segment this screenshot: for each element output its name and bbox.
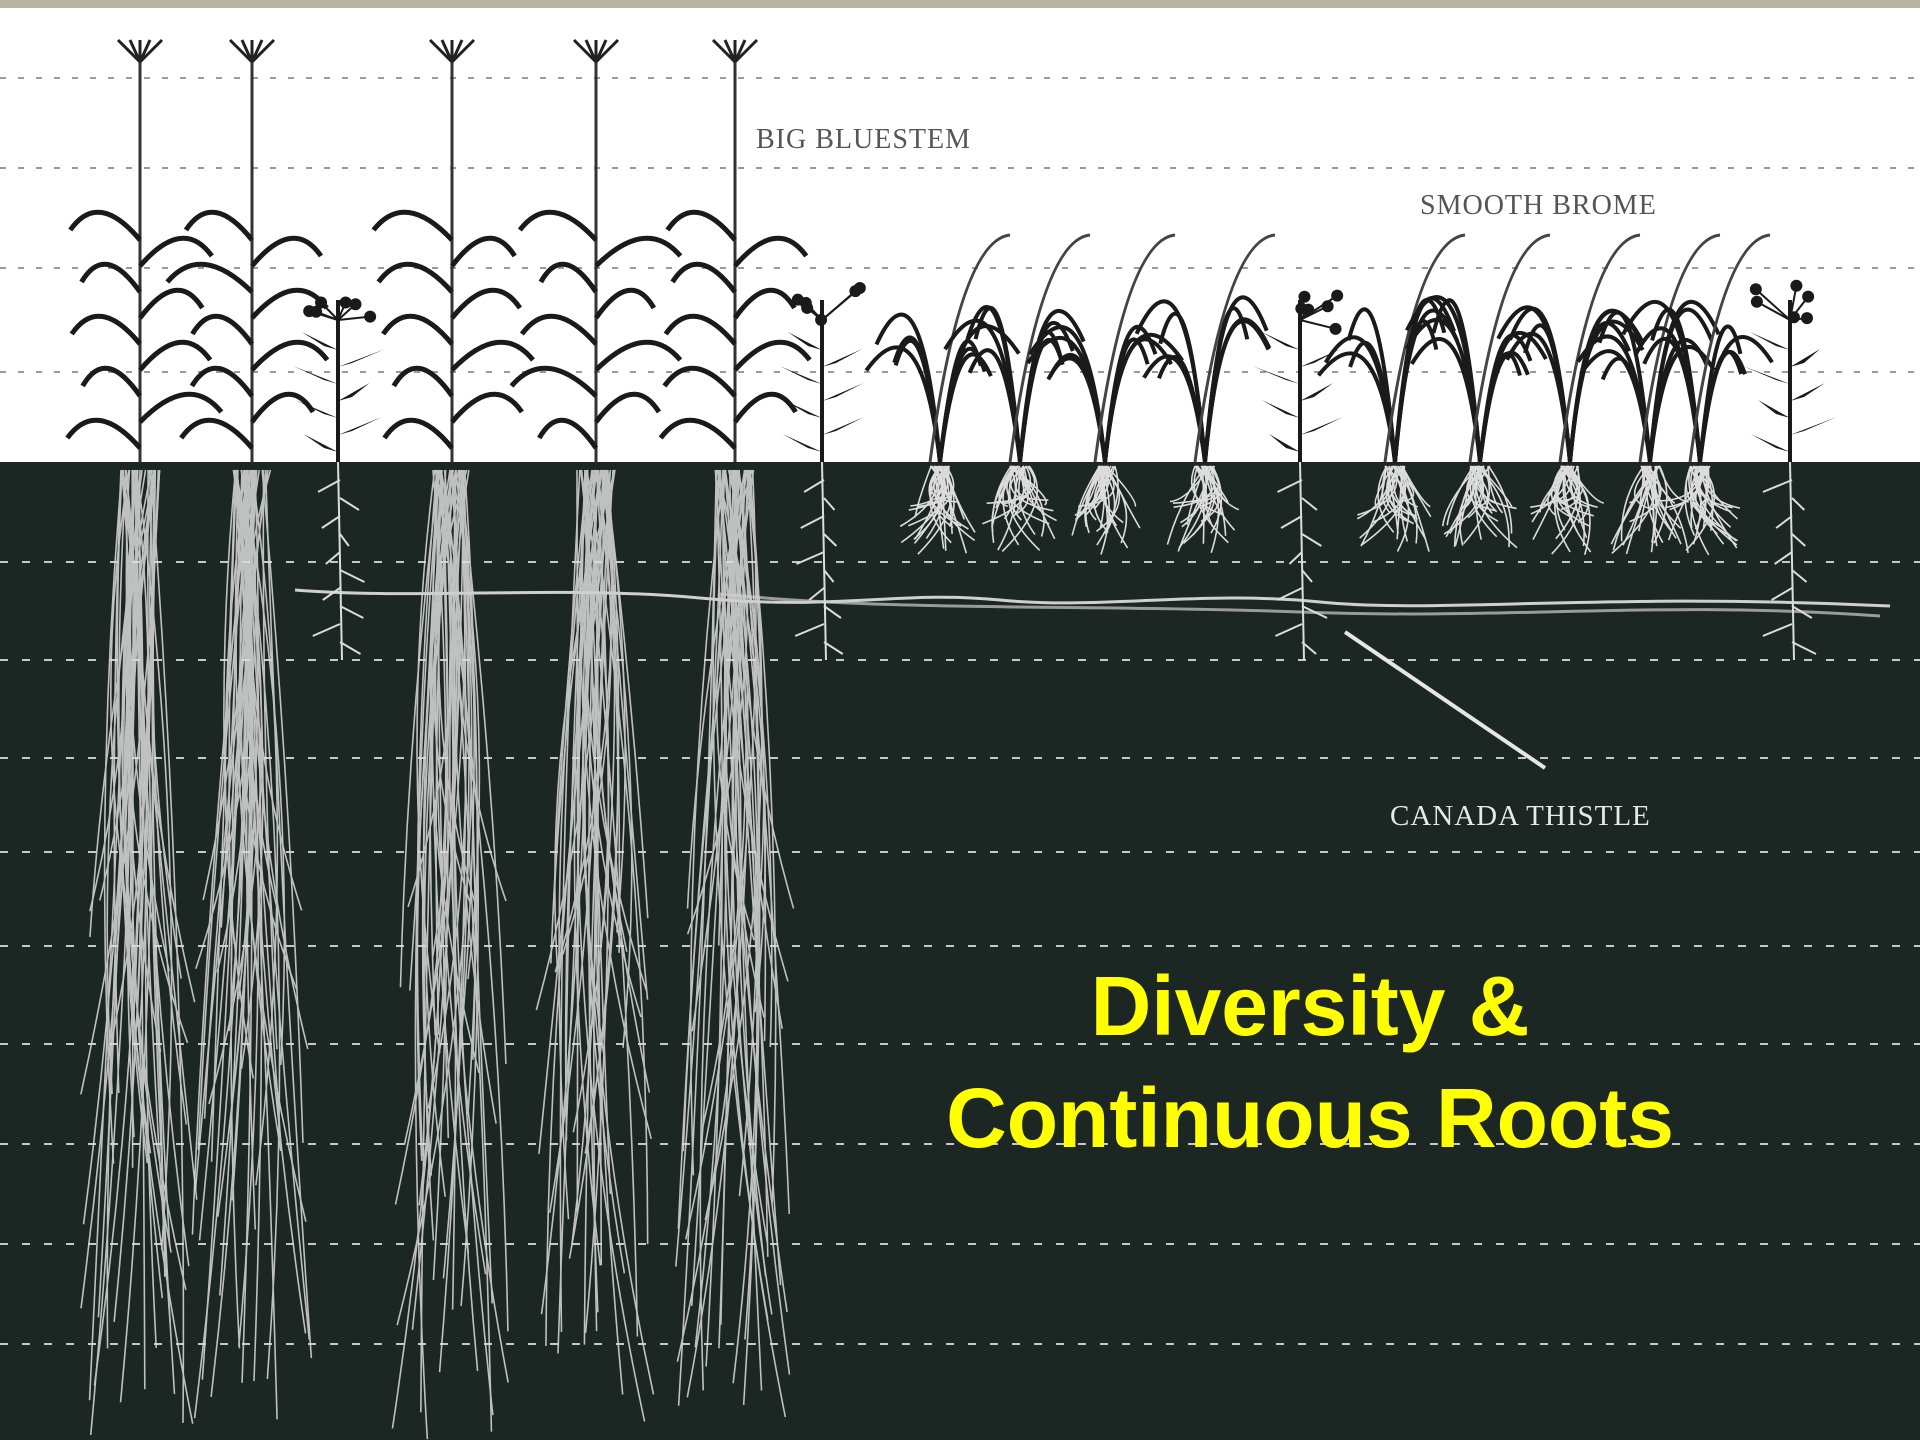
smooth-brome-plant xyxy=(1407,235,1550,462)
smooth-brome-plant xyxy=(1319,235,1465,462)
big-bluestem-plants xyxy=(67,40,809,462)
canada-thistle-plant xyxy=(293,296,385,462)
smooth-brome-plant xyxy=(1498,235,1643,462)
slide-title-line-1: Diversity & xyxy=(900,950,1720,1062)
smooth-brome-plant xyxy=(1578,235,1720,462)
smooth-brome-plant xyxy=(866,235,1019,462)
big-bluestem-plant xyxy=(167,40,327,462)
big-bluestem-plant xyxy=(661,40,810,462)
canada-thistle-plant xyxy=(1743,280,1837,462)
big-bluestem-plant xyxy=(67,40,221,462)
canada-thistle-plant xyxy=(1252,290,1343,462)
big-bluestem-plant xyxy=(511,40,680,462)
big-bluestem-label: BIG BLUESTEM xyxy=(756,124,971,156)
smooth-brome-plant xyxy=(1028,235,1183,462)
big-bluestem-plant xyxy=(374,40,533,462)
canada-thistle-label: CANADA THISTLE xyxy=(1390,800,1651,833)
slide-title-line-2: Continuous Roots xyxy=(900,1062,1720,1174)
slide-title: Diversity & Continuous Roots xyxy=(900,950,1720,1174)
smooth-brome-label: SMOOTH BROME xyxy=(1420,190,1657,222)
smooth-brome-plant xyxy=(1137,235,1275,462)
